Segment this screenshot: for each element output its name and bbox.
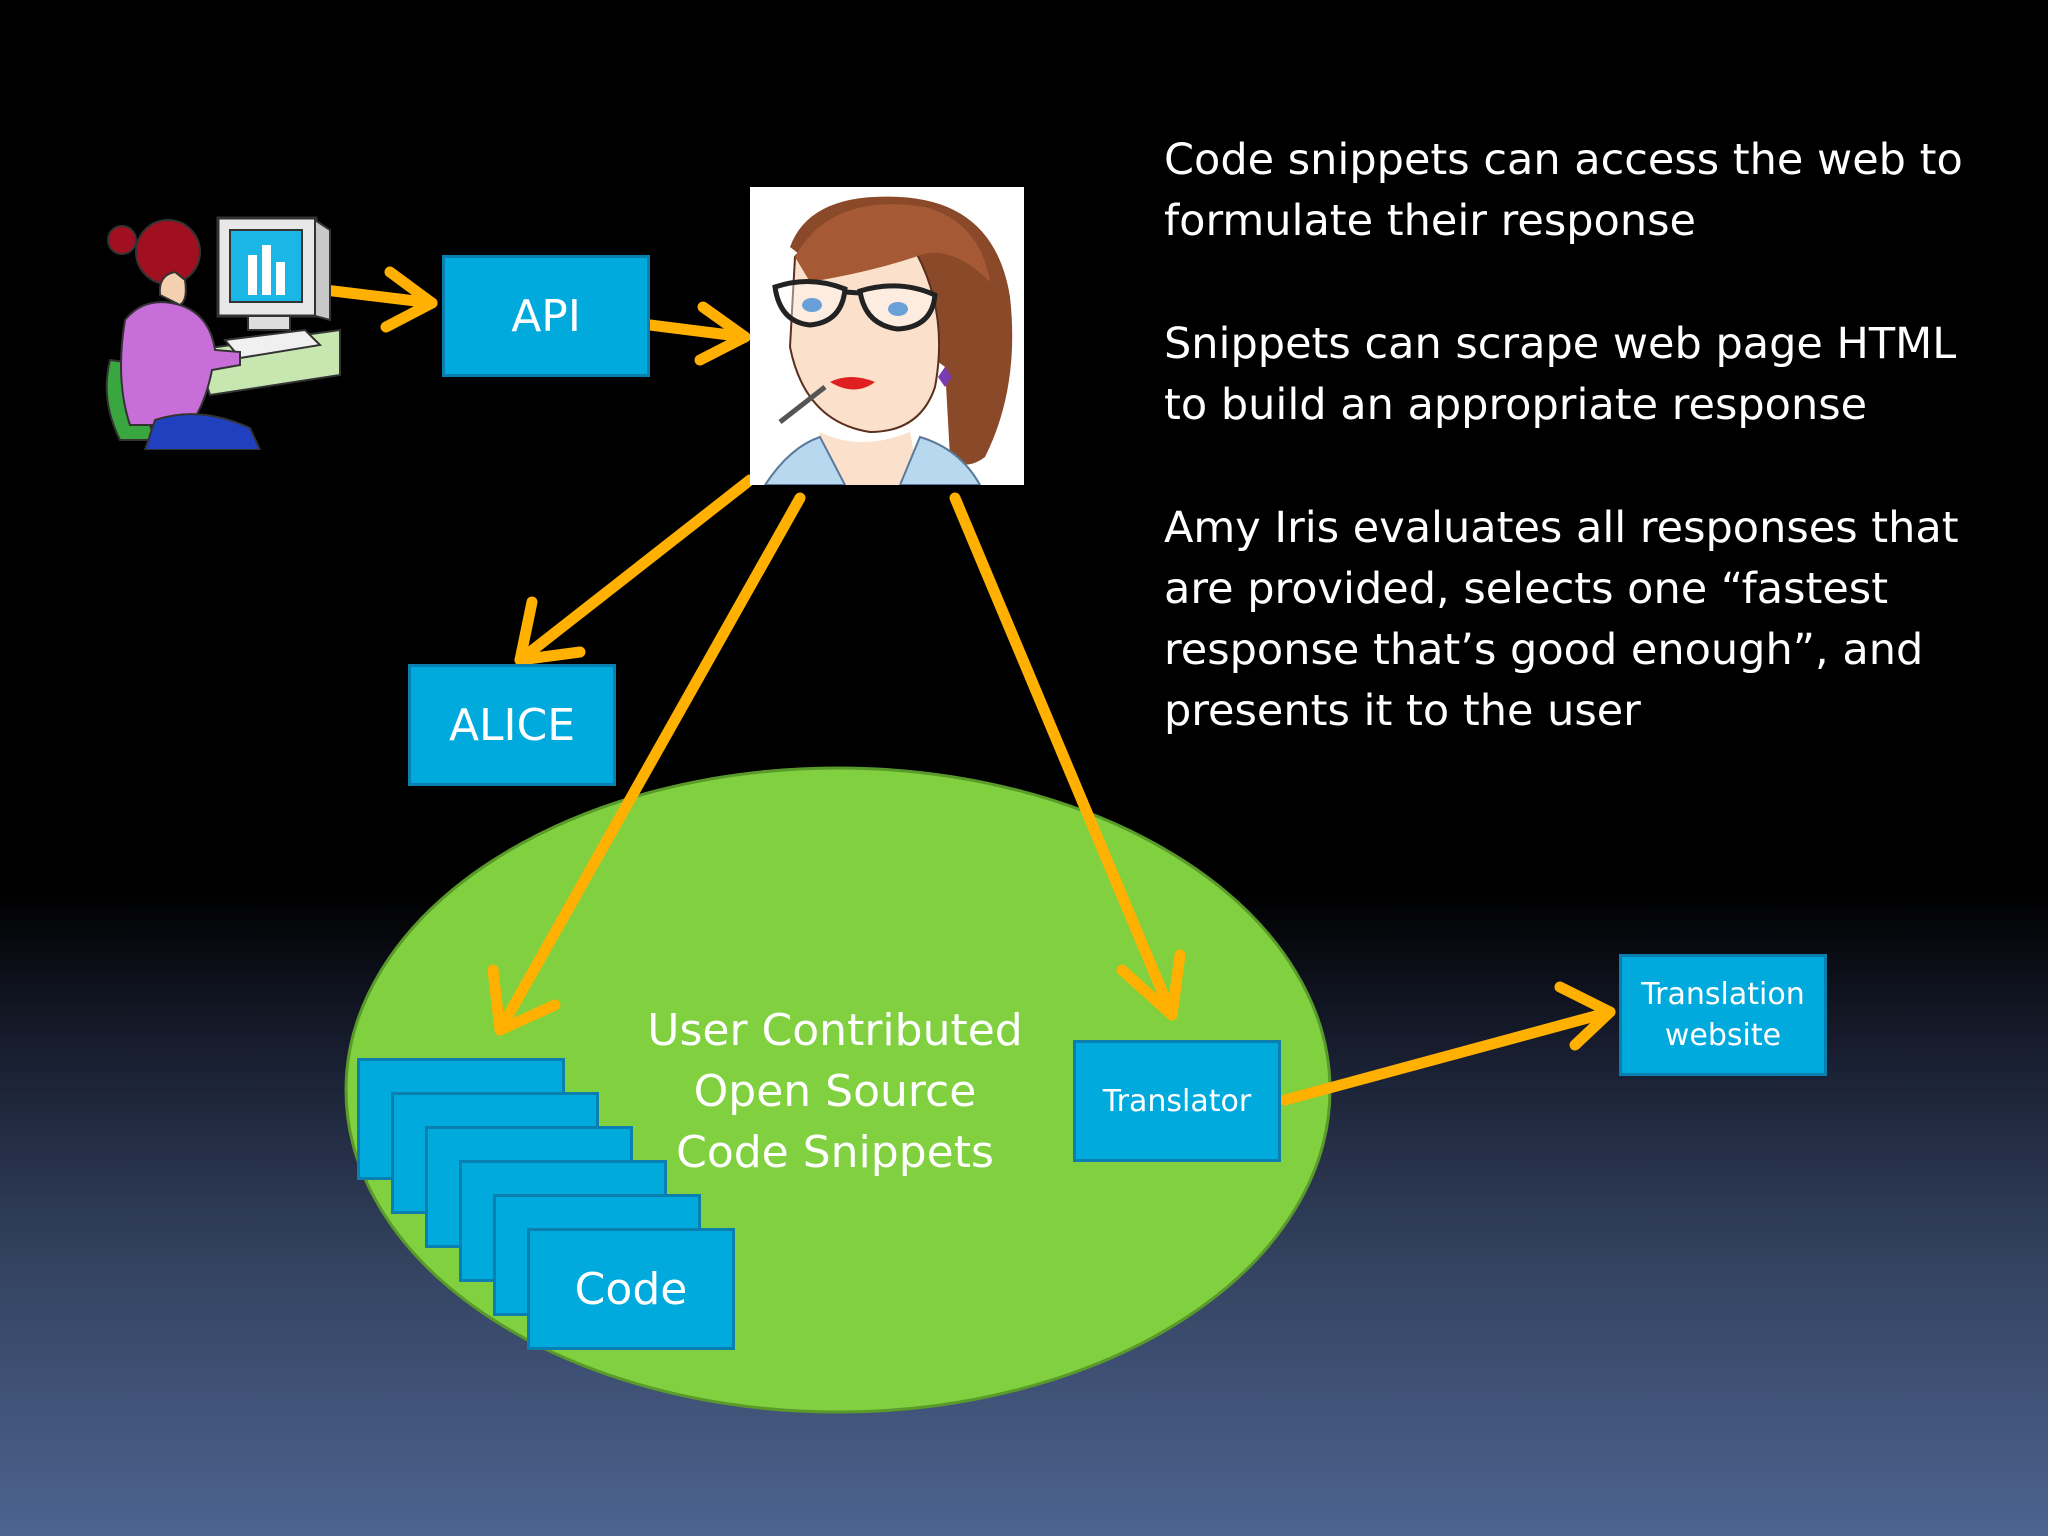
alice-label: ALICE [448,699,576,751]
snippets-ellipse-label: User Contributed Open Source Code Snippe… [647,1005,1023,1178]
explanation-paragraph: Amy Iris evaluates all responses that ar… [1164,503,1959,736]
arrow-api-to-avatar [644,319,751,343]
arrow-avatar-to-translator [949,492,1178,1021]
arrow-avatar-to-alice [514,474,756,666]
api-box: API [442,255,650,377]
explanation-paragraph: Code snippets can access the web to form… [1164,135,1963,246]
woman-avatar-frame [750,187,1024,486]
arrowhead-avatar-to-translator [1116,949,1186,1021]
arrowhead-api-to-avatar [694,301,751,366]
alice-box: ALICE [408,664,616,786]
translator-box: Translator [1073,1040,1281,1162]
translator-label: Translator [1102,1083,1252,1119]
explanation-text: Code snippets can access the web to form… [1164,130,2004,804]
translation-website-box: Translation website [1619,954,1827,1076]
code-box: Code [527,1228,735,1350]
arrow-user-to-api [319,284,438,309]
arrow-avatar-to-code [494,492,806,1036]
explanation-paragraph: Snippets can scrape web page HTML to bui… [1164,319,1957,430]
woman-avatar-icon [763,196,1013,486]
code-label: Code [574,1263,688,1315]
translation-website-label: Translation website [1641,977,1805,1053]
arrow-translator-to-website [1279,1006,1616,1106]
arrowhead-translator-to-website [1554,981,1616,1051]
api-label: API [511,290,581,342]
user-at-computer-icon [105,216,341,450]
arrowhead-avatar-to-code [487,964,561,1036]
arrowhead-user-to-api [380,266,438,333]
arrowhead-avatar-to-alice [514,596,586,666]
